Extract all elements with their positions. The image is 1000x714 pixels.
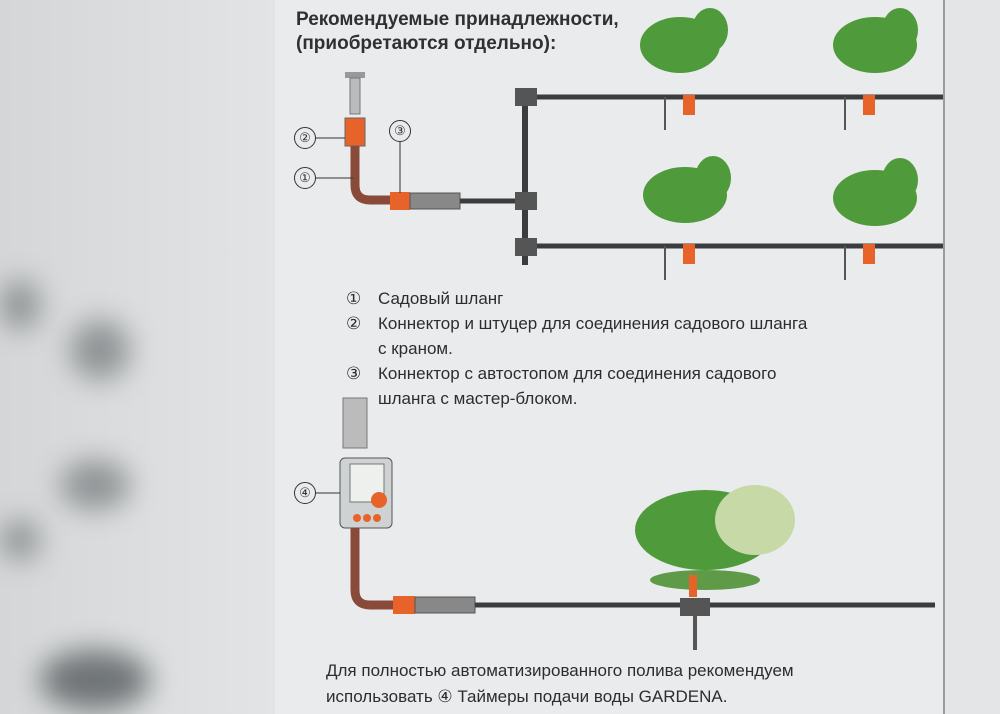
legend-item: ② Коннектор и штуцер для соединения садов… [346, 311, 807, 336]
callout-2: ② [294, 127, 316, 149]
top-system [344, 72, 943, 280]
legend-number: ② [346, 314, 362, 333]
irrigation-diagram [315, 8, 943, 650]
page-title: Рекомендуемые принадлежности, (приобрета… [296, 8, 619, 56]
footer-number: ④ [437, 687, 453, 706]
legend-text: Коннектор и штуцер для соединения садово… [378, 314, 808, 333]
legend-number [346, 336, 378, 361]
legend-text: Садовый шланг [378, 289, 504, 308]
legend-number [346, 386, 378, 411]
footer-line-1: Для полностью автоматизированного полива… [326, 661, 794, 680]
footer-line-2: использовать ④ Таймеры подачи воды GARDE… [326, 684, 794, 710]
legend-text: с краном. [378, 339, 453, 358]
blurred-background [0, 0, 275, 714]
page-edge [945, 0, 1000, 714]
footer-note: Для полностью автоматизированного полива… [326, 658, 794, 710]
manual-page [275, 0, 945, 714]
callout-4: ④ [294, 482, 316, 504]
footer-text: использовать [326, 687, 438, 706]
legend-text: Коннектор с автостопом для соединения са… [378, 364, 777, 383]
bottom-system [339, 397, 935, 650]
title-line-2: (приобретаются отдельно): [296, 33, 557, 54]
footer-text: Таймеры подачи воды GARDENA. [452, 687, 728, 706]
legend-item: шланга с мастер-блоком. [346, 386, 807, 411]
legend-item: ① Садовый шланг [346, 286, 807, 311]
plants [635, 8, 918, 590]
legend-item: ③ Коннектор с автостопом для соединения с… [346, 361, 807, 386]
legend-list: ① Садовый шланг ② Коннектор и штуцер для с… [346, 286, 807, 411]
title-line-1: Рекомендуемые принадлежности, [296, 9, 619, 30]
legend-number: ③ [346, 364, 362, 383]
callout-1: ① [294, 167, 316, 189]
legend-item: с краном. [346, 336, 807, 361]
legend-number: ① [346, 289, 362, 308]
callout-3: ③ [389, 120, 411, 142]
legend-text: шланга с мастер-блоком. [378, 389, 578, 408]
